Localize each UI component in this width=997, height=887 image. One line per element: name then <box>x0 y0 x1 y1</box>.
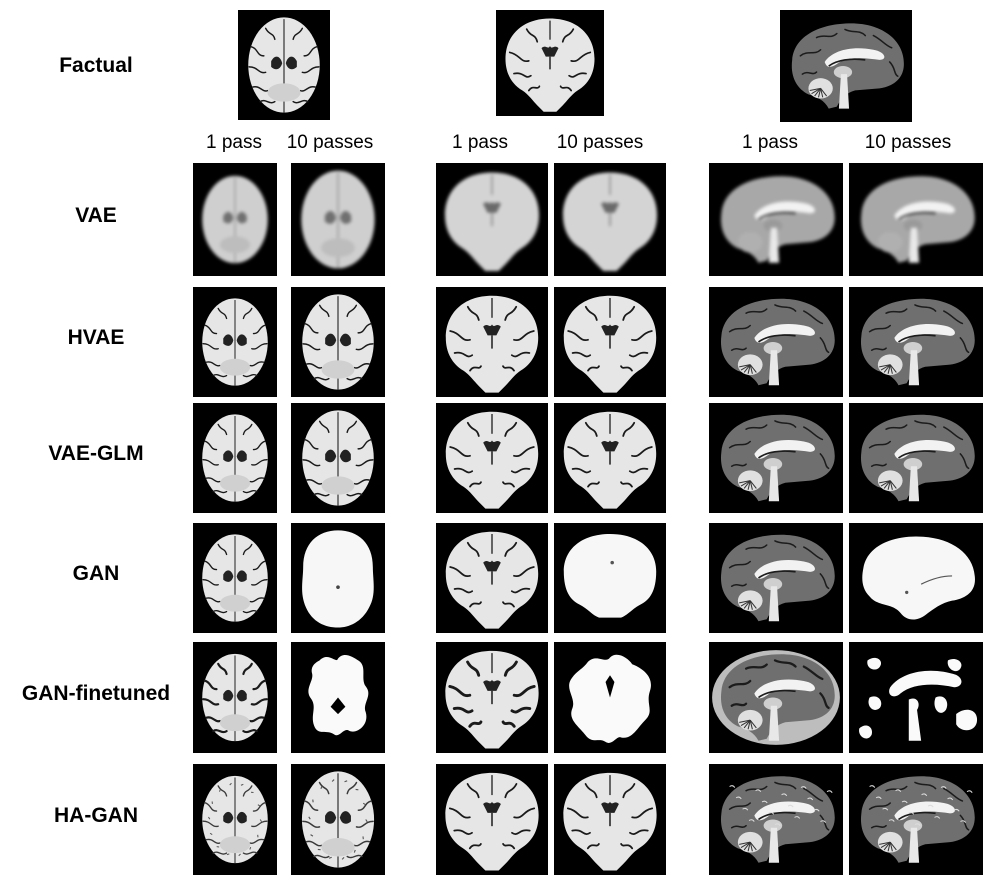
sagittal-brain-slice-drawing <box>720 776 835 863</box>
axial-brain-slice-drawing <box>301 771 375 868</box>
gan-axial-brain-slice-10-passes <box>291 523 385 633</box>
ha-gan-coronal-brain-slice-1-pass <box>436 764 548 875</box>
axial-brain-slice-drawing <box>202 175 268 264</box>
axial-brain-slice-drawing <box>302 294 374 390</box>
pass-label-axial-brain-slice-1: 1 pass <box>206 132 262 153</box>
gan-coronal-brain-slice-1-pass <box>436 523 548 633</box>
sagittal-brain-slice-drawing <box>860 776 975 863</box>
row-label-vae: VAE <box>75 203 117 227</box>
sagittal-brain-slice-drawing <box>791 23 904 109</box>
axial-brain-slice-drawing <box>202 775 268 864</box>
pass-label-axial-brain-slice-10: 10 passes <box>286 132 374 153</box>
sagittal-brain-slice-drawing <box>862 536 975 620</box>
gan-finetuned-sagittal-brain-slice-1-pass <box>709 642 843 753</box>
axial-brain-slice-drawing <box>202 534 268 622</box>
sagittal-brain-slice-drawing <box>860 414 975 502</box>
gan-sagittal-brain-slice-10-passes <box>849 523 983 633</box>
coronal-brain-slice-drawing <box>569 654 651 743</box>
row-label-vae-glm: VAE-GLM <box>48 442 144 465</box>
gan-axial-brain-slice-1-pass <box>193 523 277 633</box>
sagittal-brain-slice-drawing <box>720 298 835 386</box>
sagittal-brain-slice-drawing <box>720 176 835 263</box>
coronal-brain-slice-drawing <box>445 295 539 393</box>
pass-label-sagittal-brain-slice-1: 1 pass <box>742 132 798 153</box>
vae-axial-brain-slice-1-pass <box>193 163 277 276</box>
sagittal-brain-slice-drawing <box>720 414 835 502</box>
gan-finetuned-axial-brain-slice-10-passes <box>291 642 385 753</box>
row-label-hvae: HVAE <box>67 326 125 349</box>
vae-coronal-brain-slice-10-passes <box>554 163 666 276</box>
row-label-gan: GAN <box>72 562 120 585</box>
vae-glm-sagittal-brain-slice-10-passes <box>849 403 983 513</box>
ha-gan-sagittal-brain-slice-1-pass <box>709 764 843 875</box>
coronal-brain-slice-drawing <box>563 295 657 393</box>
vae-glm-axial-brain-slice-10-passes <box>291 403 385 513</box>
axial-brain-slice-drawing <box>248 17 320 113</box>
vae-glm-coronal-brain-slice-10-passes <box>554 403 666 513</box>
axial-brain-slice-drawing <box>302 530 374 628</box>
coronal-brain-slice-drawing <box>445 531 539 629</box>
pass-label-sagittal-brain-slice-10: 10 passes <box>864 132 952 153</box>
sagittal-brain-slice-drawing <box>859 657 978 741</box>
vae-sagittal-brain-slice-10-passes <box>849 163 983 276</box>
row-label-factual: Factual <box>59 54 133 77</box>
factual-sagittal-brain-slice <box>780 10 912 122</box>
gan-finetuned-sagittal-brain-slice-10-passes <box>849 642 983 753</box>
row-label-gan-finetuned: GAN-finetuned <box>21 681 171 705</box>
coronal-brain-slice-drawing <box>444 172 540 272</box>
vae-glm-coronal-brain-slice-1-pass <box>436 403 548 513</box>
vae-axial-brain-slice-10-passes <box>291 163 385 276</box>
coronal-brain-slice-drawing <box>445 650 539 749</box>
axial-brain-slice-drawing <box>201 653 269 742</box>
gan-finetuned-coronal-brain-slice-1-pass <box>436 642 548 753</box>
sagittal-brain-slice-drawing <box>860 298 975 386</box>
coronal-brain-slice-drawing <box>563 411 657 509</box>
axial-brain-slice-drawing <box>302 410 374 506</box>
gan-finetuned-axial-brain-slice-1-pass <box>193 642 277 753</box>
sagittal-brain-slice-drawing <box>720 534 835 622</box>
axial-brain-slice-drawing <box>308 655 369 736</box>
gan-finetuned-coronal-brain-slice-10-passes <box>554 642 666 753</box>
ha-gan-axial-brain-slice-10-passes <box>291 764 385 875</box>
coronal-brain-slice-drawing <box>563 772 657 871</box>
coronal-brain-slice-drawing <box>563 534 657 618</box>
hvae-sagittal-brain-slice-10-passes <box>849 287 983 397</box>
axial-brain-slice-drawing <box>202 414 268 502</box>
sagittal-brain-slice-drawing <box>860 176 975 263</box>
pass-label-coronal-brain-slice-1: 1 pass <box>452 132 508 153</box>
row-label-ha-gan: HA-GAN <box>54 803 138 827</box>
hvae-axial-brain-slice-10-passes <box>291 287 385 397</box>
coronal-brain-slice-drawing <box>505 18 595 112</box>
gan-sagittal-brain-slice-1-pass <box>709 523 843 633</box>
vae-sagittal-brain-slice-1-pass <box>709 163 843 276</box>
ha-gan-axial-brain-slice-1-pass <box>193 764 277 875</box>
gan-coronal-brain-slice-10-passes <box>554 523 666 633</box>
vae-glm-sagittal-brain-slice-1-pass <box>709 403 843 513</box>
coronal-brain-slice-drawing <box>445 411 539 509</box>
coronal-brain-slice-drawing <box>562 172 658 272</box>
vae-glm-axial-brain-slice-1-pass <box>193 403 277 513</box>
factual-coronal-brain-slice <box>496 10 604 116</box>
hvae-sagittal-brain-slice-1-pass <box>709 287 843 397</box>
sagittal-brain-slice-drawing <box>712 650 840 745</box>
hvae-coronal-brain-slice-10-passes <box>554 287 666 397</box>
hvae-axial-brain-slice-1-pass <box>193 287 277 397</box>
pass-label-coronal-brain-slice-10: 10 passes <box>556 132 644 153</box>
ha-gan-sagittal-brain-slice-10-passes <box>849 764 983 875</box>
coronal-brain-slice-drawing <box>445 772 539 871</box>
hvae-coronal-brain-slice-1-pass <box>436 287 548 397</box>
vae-coronal-brain-slice-1-pass <box>436 163 548 276</box>
factual-axial-brain-slice <box>238 10 330 120</box>
axial-brain-slice-drawing <box>301 170 375 269</box>
axial-brain-slice-drawing <box>202 298 268 386</box>
ha-gan-coronal-brain-slice-10-passes <box>554 764 666 875</box>
